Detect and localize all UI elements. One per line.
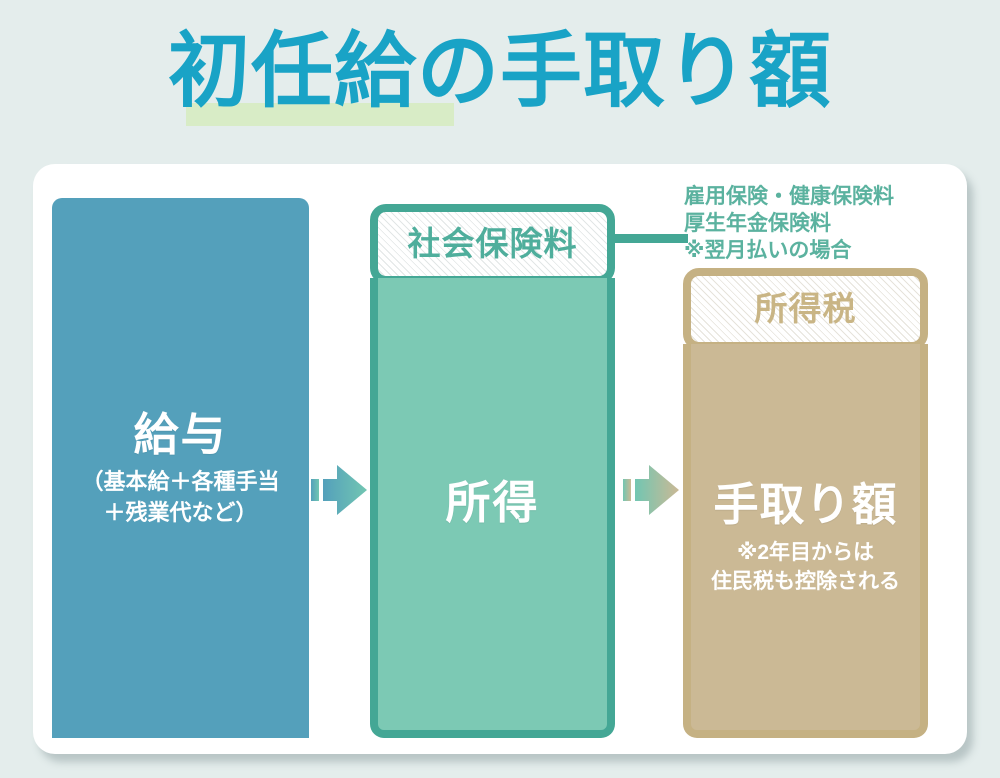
page-title-text: 初任給の手取り額 (167, 26, 832, 117)
social-insurance-box: 社会保険料 (370, 204, 615, 284)
social-insurance-label: 社会保険料 (407, 225, 578, 262)
arrow-salary-to-income-icon (309, 461, 371, 519)
takehome-box: 手取り額 ※2年目からは 住民税も控除される (683, 344, 928, 738)
column-income: 社会保険料 所得 (370, 204, 615, 738)
arrow-income-to-takehome-icon (621, 461, 683, 519)
title-area: 初任給の手取り額 (0, 0, 1000, 155)
takehome-main-label: 手取り額 (713, 479, 898, 530)
salary-sub-label: （基本給＋各種手当 ＋残業代など） (81, 469, 280, 525)
income-tax-label: 所得税 (754, 290, 857, 327)
income-main-label: 所得 (445, 476, 540, 528)
income-tax-box: 所得税 (683, 268, 928, 350)
insurance-connector-line (610, 234, 688, 243)
title-highlight-band (186, 103, 454, 126)
income-box: 所得 (370, 278, 615, 738)
column-takehome: 所得税 手取り額 ※2年目からは 住民税も控除される (683, 268, 928, 738)
salary-main-label: 給与 (133, 409, 228, 460)
column-salary: 給与 （基本給＋各種手当 ＋残業代など） (52, 198, 309, 738)
page-title: 初任給の手取り額 (0, 22, 1000, 122)
insurance-note-text: 雇用保険・健康保険料 厚生年金保険料 ※翌月払いの場合 (684, 185, 894, 262)
takehome-sub-label: ※2年目からは 住民税も控除される (711, 541, 900, 593)
